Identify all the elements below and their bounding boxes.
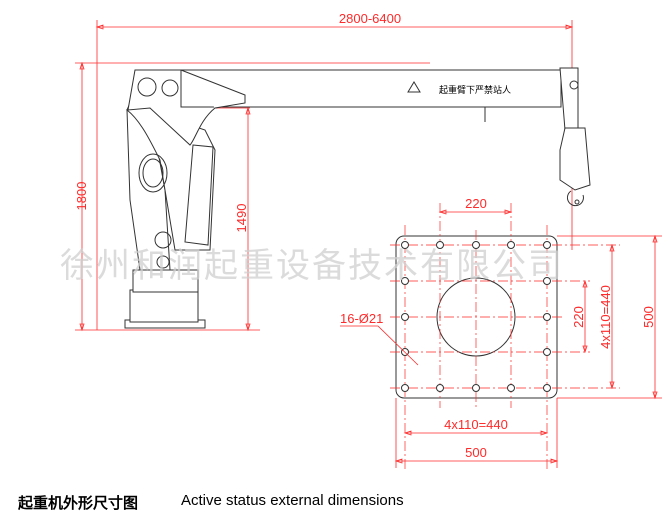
- height-dimension: 1800: [74, 61, 430, 332]
- height-label: 1800: [74, 182, 89, 211]
- caption-chinese: 起重机外形尺寸图: [18, 494, 139, 512]
- plate-height-label: 500: [641, 306, 656, 328]
- caption-english: Active status external dimensions: [181, 492, 404, 509]
- top-220-label: 220: [465, 196, 487, 211]
- reach-dimension: 2800-6400: [95, 11, 574, 330]
- pivot-height-dimension: 1490: [212, 106, 251, 332]
- plate-width-label: 500: [465, 445, 487, 460]
- boom-warning-text: 起重臂下严禁站人: [439, 84, 511, 96]
- pivot-height-label: 1490: [234, 204, 249, 233]
- vertical-440-label: 4x110=440: [598, 285, 613, 349]
- reach-label: 2800-6400: [339, 11, 401, 26]
- plate-dimensions: 220 220 4x110=440 500 4x110=440 500 16-Ø…: [340, 196, 662, 468]
- base-plate: [390, 203, 620, 470]
- right-220-label: 220: [571, 306, 586, 328]
- holes-label: 16-Ø21: [340, 311, 383, 326]
- crane-body: [124, 67, 591, 329]
- watermark: 徐州和润起重设备技术有限公司: [60, 246, 564, 286]
- horizontal-440-label: 4x110=440: [444, 417, 508, 432]
